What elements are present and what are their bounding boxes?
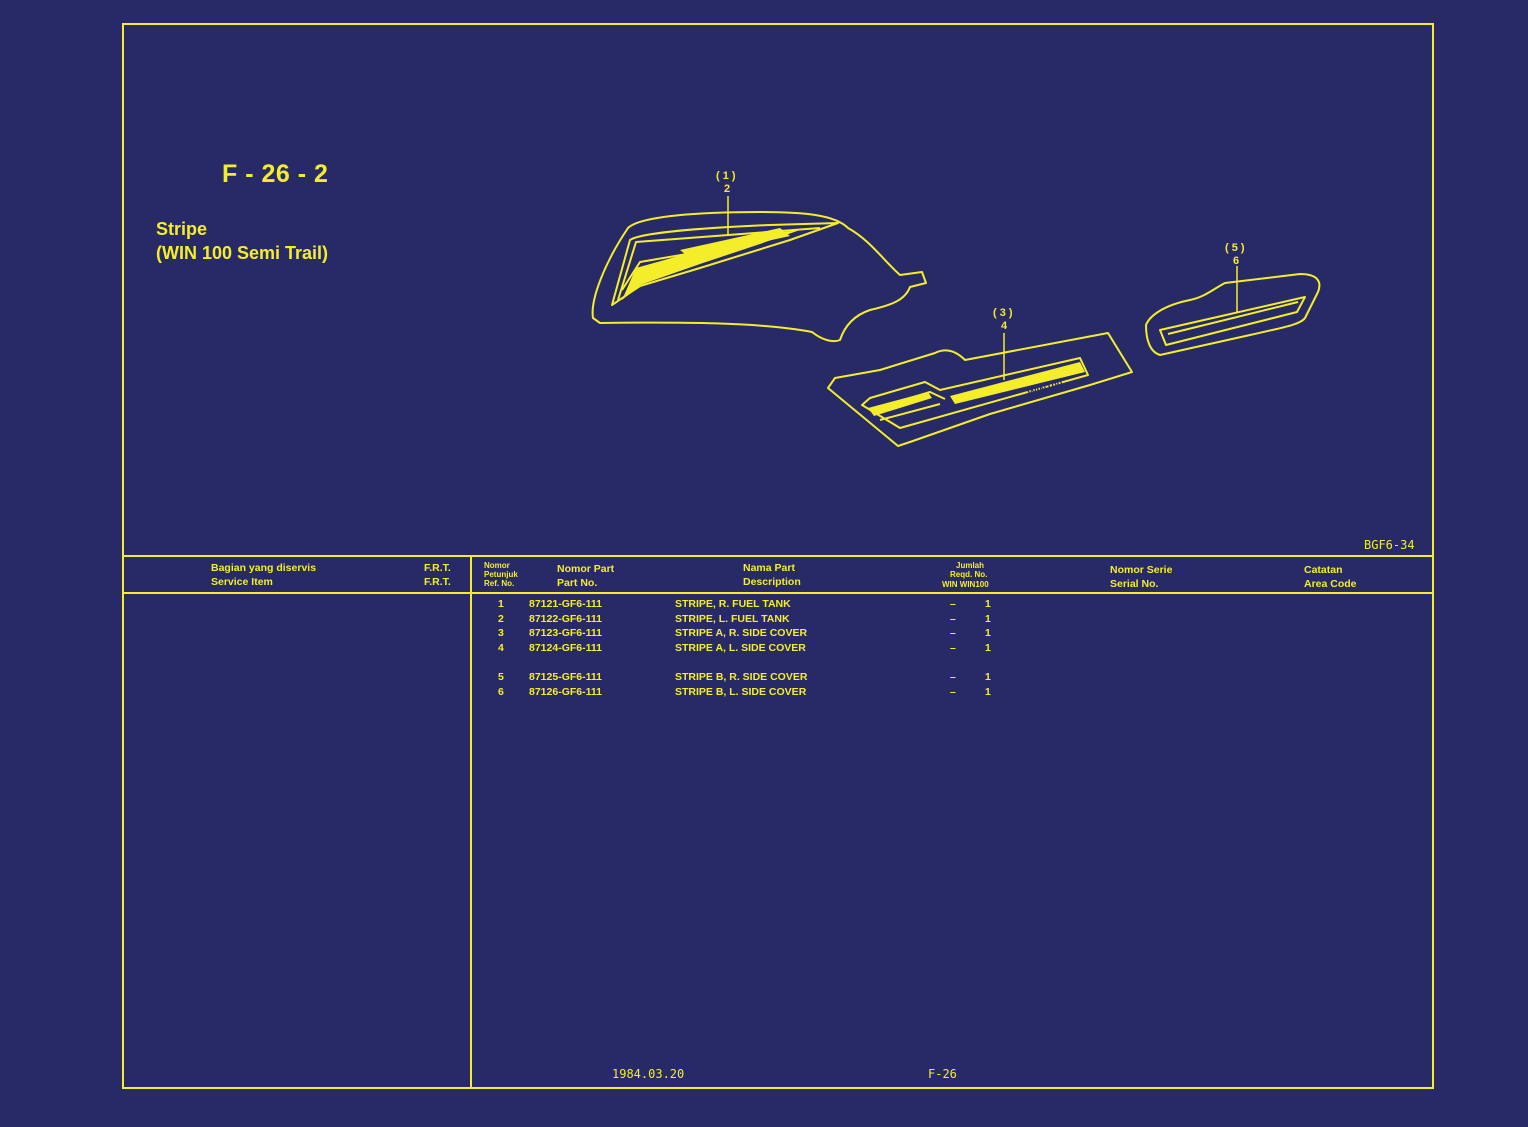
header-area-en: Area Code bbox=[1304, 578, 1357, 590]
qty-win100: 1 bbox=[985, 598, 991, 610]
table-top-rule bbox=[124, 555, 1434, 557]
part-number: 87126-GF6-111 bbox=[529, 686, 602, 698]
part-description: STRIPE B, L. SIDE COVER bbox=[675, 686, 807, 698]
qty-win: – bbox=[950, 613, 956, 625]
callout-1-bottom: 2 bbox=[724, 183, 730, 195]
figure-title: Stripe bbox=[156, 219, 208, 239]
qty-win100: 1 bbox=[985, 613, 991, 625]
qty-win100: 1 bbox=[985, 627, 991, 639]
header-qty-2: Reqd. No. bbox=[950, 570, 988, 579]
footer-page-number: F-26 bbox=[928, 1067, 957, 1081]
part-description: STRIPE B, R. SIDE COVER bbox=[675, 671, 808, 683]
part-number: 87124-GF6-111 bbox=[529, 642, 602, 654]
ref-number: 5 bbox=[498, 671, 504, 683]
figure-code: F - 26 - 2 bbox=[222, 160, 329, 188]
header-serial-id: Nomor Serie bbox=[1110, 564, 1173, 576]
header-desc-id: Nama Part bbox=[743, 562, 795, 574]
footer-date: 1984.03.20 bbox=[612, 1067, 685, 1081]
ref-number: 4 bbox=[498, 642, 504, 654]
qty-win100: 1 bbox=[985, 686, 991, 698]
qty-win100: 1 bbox=[985, 642, 991, 654]
callout-2-top: ( 3 ) bbox=[993, 307, 1013, 319]
qty-win100: 1 bbox=[985, 671, 991, 683]
part-description: STRIPE, R. FUEL TANK bbox=[675, 598, 791, 610]
header-ref-2: Petunjuk bbox=[484, 570, 518, 579]
part-description: STRIPE A, R. SIDE COVER bbox=[675, 627, 808, 639]
header-qty-1: Jumlah bbox=[956, 561, 985, 570]
callout-3-bottom: 6 bbox=[1233, 255, 1239, 267]
callout-3-top: ( 5 ) bbox=[1225, 242, 1245, 254]
part-number: 87121-GF6-111 bbox=[529, 598, 602, 610]
header-serial-en: Serial No. bbox=[1110, 578, 1159, 590]
header-desc-en: Description bbox=[743, 576, 801, 588]
figure-subtitle: (WIN 100 Semi Trail) bbox=[156, 243, 329, 263]
ref-number: 1 bbox=[498, 598, 504, 610]
header-service-item-id: Bagian yang diservis bbox=[211, 562, 317, 574]
ref-number: 6 bbox=[498, 686, 504, 698]
header-frt-2: F.R.T. bbox=[424, 576, 451, 588]
header-part-no-id: Nomor Part bbox=[557, 563, 615, 575]
header-qty-3: WIN WIN100 bbox=[942, 580, 989, 589]
header-part-no-en: Part No. bbox=[557, 577, 598, 589]
fuel-tank-stripe-fill bbox=[622, 230, 800, 300]
callout-2-bottom: 4 bbox=[1001, 320, 1008, 332]
part-number: 87122-GF6-111 bbox=[529, 613, 602, 625]
fuel-tank-stripe-outline bbox=[611, 222, 839, 306]
table-header-rule bbox=[124, 592, 1434, 594]
ref-number: 2 bbox=[498, 613, 504, 625]
qty-win: – bbox=[950, 598, 956, 610]
header-ref-1: Nomor bbox=[484, 561, 510, 570]
qty-win: – bbox=[950, 642, 956, 654]
header-area-id: Catatan bbox=[1304, 564, 1343, 576]
part-description: STRIPE, L. FUEL TANK bbox=[675, 613, 790, 625]
header-frt-1: F.R.T. bbox=[424, 562, 451, 574]
qty-win: – bbox=[950, 671, 956, 683]
callout-1-top: ( 1 ) bbox=[716, 170, 736, 182]
side-cover-a-outline bbox=[827, 332, 1133, 447]
part-description: STRIPE A, L. SIDE COVER bbox=[675, 642, 806, 654]
qty-win: – bbox=[950, 627, 956, 639]
fuel-tank-outline bbox=[591, 211, 927, 343]
figure-reference: BGF6-34 bbox=[1364, 538, 1415, 552]
header-ref-3: Ref. No. bbox=[484, 579, 515, 588]
part-number: 87123-GF6-111 bbox=[529, 627, 602, 639]
ref-number: 3 bbox=[498, 627, 504, 639]
qty-win: – bbox=[950, 686, 956, 698]
header-service-item-en: Service Item bbox=[211, 576, 273, 588]
side-cover-b-outline bbox=[1145, 273, 1321, 356]
table-column-divider bbox=[470, 557, 472, 1089]
part-number: 87125-GF6-111 bbox=[529, 671, 602, 683]
